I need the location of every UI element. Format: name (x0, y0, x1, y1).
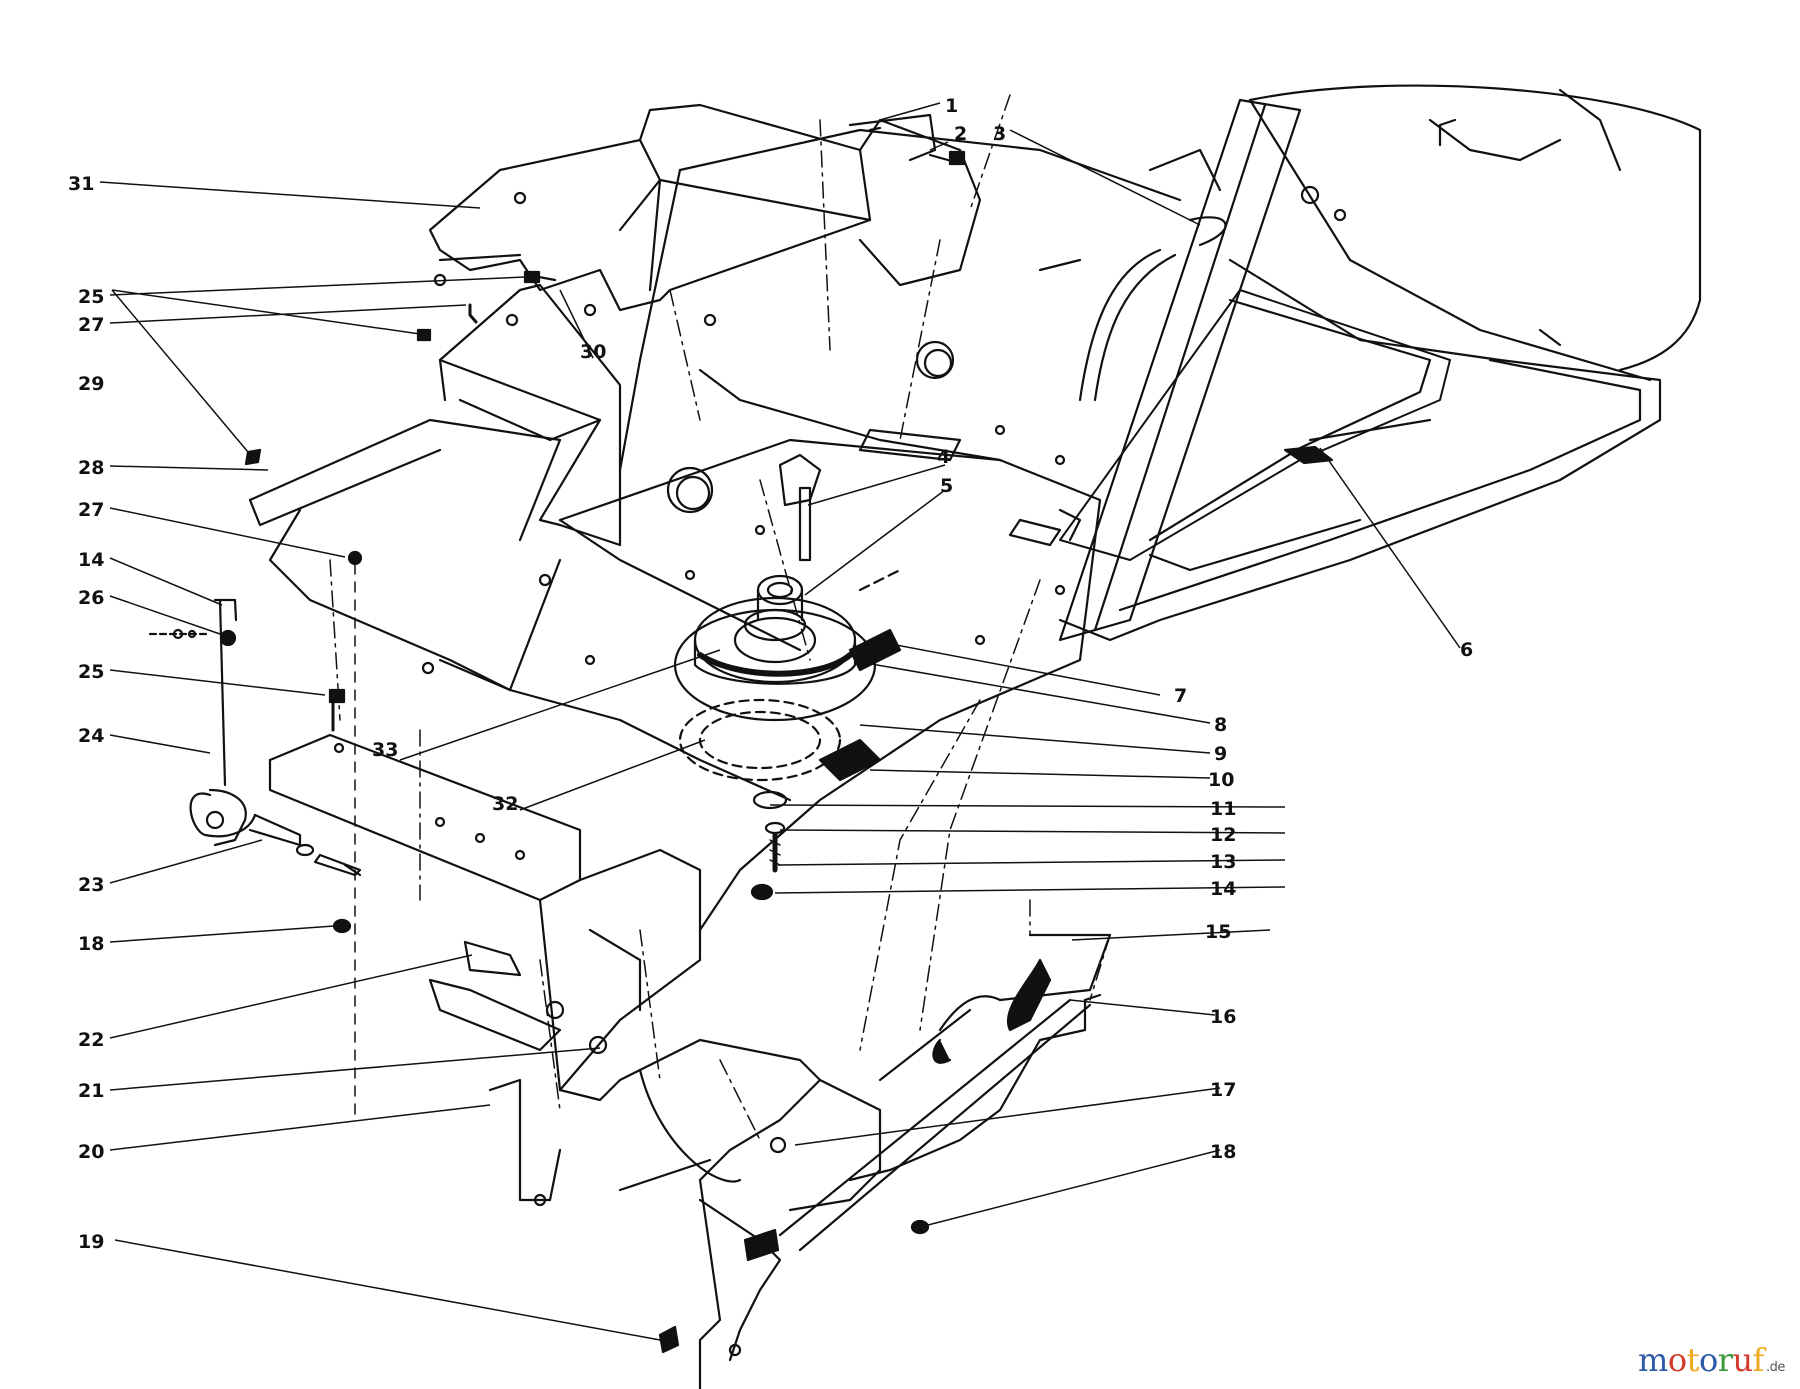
upper-bracket (848, 113, 966, 166)
callout-31: 31 (68, 173, 94, 195)
lift-rod (148, 598, 362, 877)
callout-32: 32 (492, 793, 518, 815)
callout-26: 26 (78, 587, 104, 609)
logo-letter: f (1752, 1341, 1765, 1379)
front-rail (268, 733, 702, 1102)
phantom-lines (329, 94, 1111, 1141)
leader-lines (99, 102, 1461, 1341)
callout-12: 12 (1210, 824, 1236, 846)
callout-27-lower: 27 (78, 499, 104, 521)
callout-17: 17 (1210, 1079, 1236, 1101)
callout-3: 3 (993, 123, 1006, 145)
callout-15: 15 (1205, 921, 1231, 943)
callout-labels: 1 2 3 4 5 6 7 8 9 10 11 12 13 14 15 16 1… (68, 95, 1473, 1253)
callout-27-upper: 27 (78, 314, 104, 336)
callout-8: 8 (1214, 714, 1227, 736)
callout-18-pedal: 18 (1210, 1141, 1236, 1163)
side-panel (1038, 98, 1302, 642)
callout-33: 33 (372, 739, 398, 761)
motoruf-watermark-logo: motoruf.de (1638, 1341, 1785, 1383)
pedal-linkage (778, 933, 1112, 1252)
callout-14-pivot: 14 (1210, 878, 1236, 900)
clutch-pulley (673, 486, 902, 901)
callout-7: 7 (1174, 685, 1187, 707)
callout-2: 2 (954, 123, 967, 145)
callout-30: 30 (580, 341, 606, 363)
frame-plate (438, 128, 1182, 932)
logo-letter: o (1667, 1341, 1687, 1379)
callout-9: 9 (1214, 743, 1227, 765)
callout-16: 16 (1210, 1006, 1236, 1028)
callout-21: 21 (78, 1080, 104, 1102)
top-cover (428, 103, 982, 327)
fasteners (244, 270, 930, 1354)
fender-assembly (1058, 84, 1702, 642)
callout-13: 13 (1210, 851, 1236, 873)
callout-14-rod: 14 (78, 549, 104, 571)
callout-5: 5 (940, 475, 953, 497)
callout-6: 6 (1460, 639, 1473, 661)
logo-letter: r (1717, 1341, 1733, 1379)
callout-29: 29 (78, 373, 104, 395)
callout-25-lower: 25 (78, 661, 104, 683)
callout-28: 28 (78, 457, 104, 479)
logo-letter: t (1686, 1341, 1700, 1379)
logo-letter: o (1698, 1341, 1718, 1379)
callout-18-rod: 18 (78, 933, 104, 955)
callout-24: 24 (78, 725, 104, 747)
exploded-view-drawing (148, 84, 1702, 1389)
callout-20: 20 (78, 1141, 104, 1163)
pedal-bracket (488, 1038, 822, 1389)
callout-10: 10 (1208, 769, 1234, 791)
callout-4: 4 (937, 446, 950, 468)
callout-23: 23 (78, 874, 104, 896)
logo-letter: u (1732, 1341, 1754, 1379)
callout-25-upper: 25 (78, 286, 104, 308)
callout-11: 11 (1210, 798, 1236, 820)
callout-19: 19 (78, 1231, 104, 1253)
callout-22: 22 (78, 1029, 104, 1051)
logo-letter: m (1638, 1341, 1668, 1379)
logo-suffix: .de (1765, 1360, 1785, 1375)
belt-shield (248, 283, 622, 692)
callout-1: 1 (945, 95, 958, 117)
